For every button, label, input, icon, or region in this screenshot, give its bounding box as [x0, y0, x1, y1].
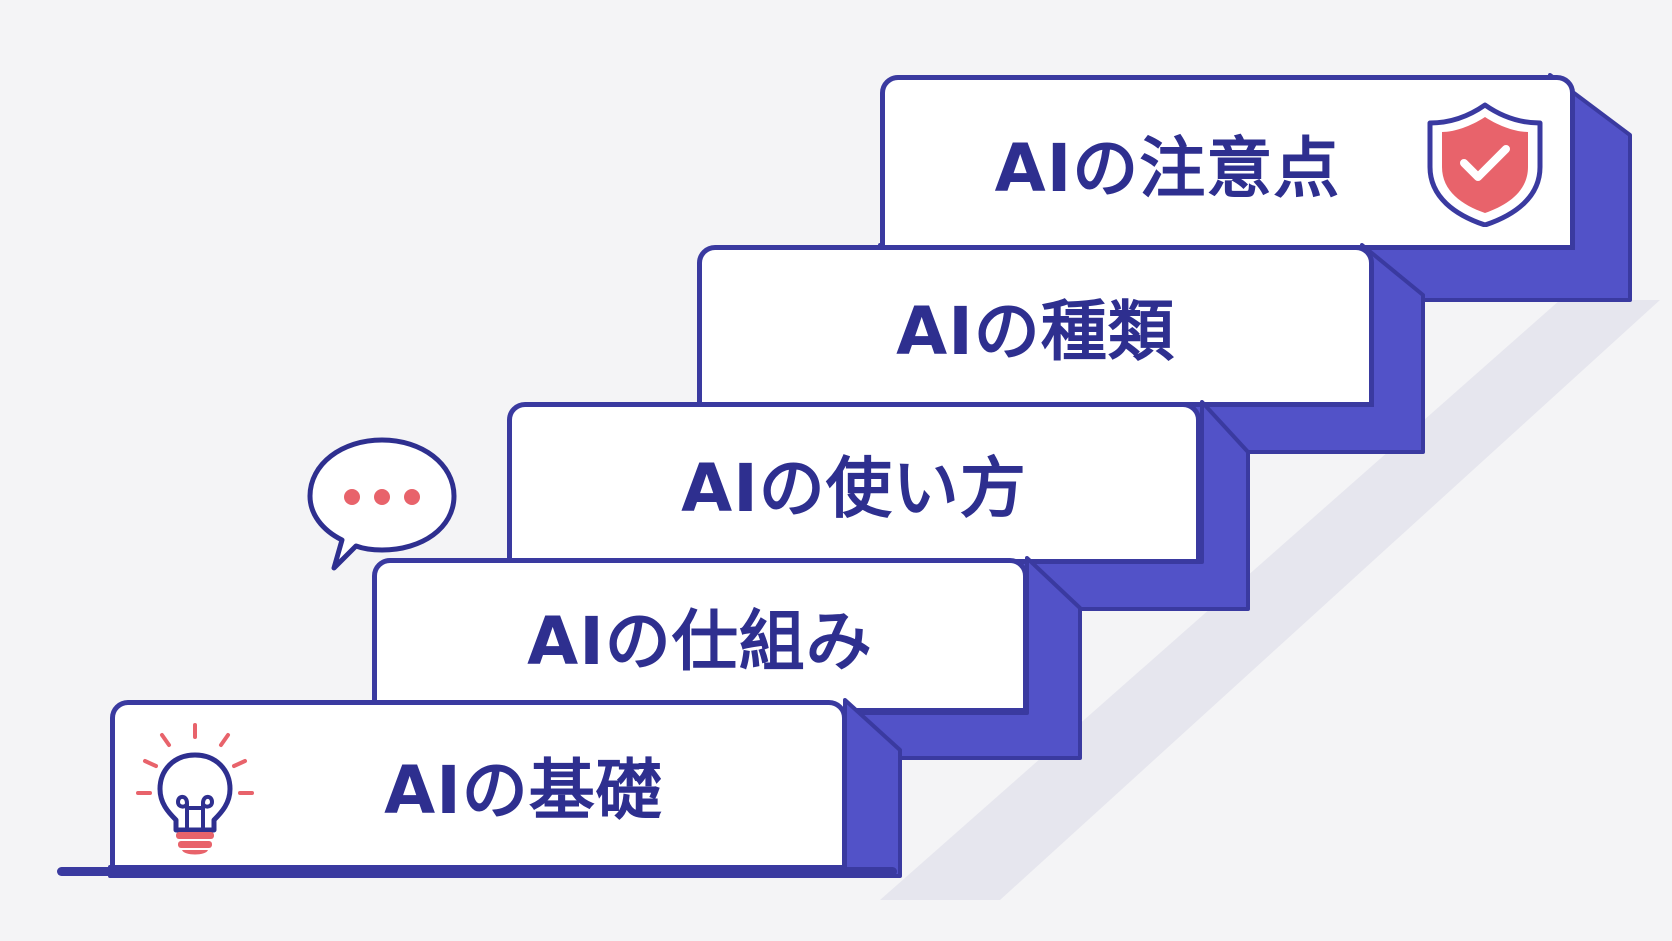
- step-label: AIの使い方: [681, 450, 1027, 527]
- step-1: AIの基礎: [108, 698, 902, 878]
- shield-check-icon: [1427, 102, 1543, 227]
- lightbulb-icon: [136, 723, 254, 855]
- step-label: AIの注意点: [994, 129, 1341, 207]
- speech-bubble-icon: [307, 437, 457, 571]
- step-2-face: AIの仕組み: [372, 558, 1028, 713]
- step-3: AIの使い方: [505, 400, 1250, 611]
- ground-line: [57, 867, 897, 876]
- step-1-face: AIの基礎: [110, 700, 847, 870]
- step-label: AIの仕組み: [527, 602, 873, 680]
- step-label: AIの基礎: [384, 752, 663, 829]
- step-4-face: AIの種類: [697, 245, 1374, 407]
- step-5: AIの注意点: [878, 73, 1632, 302]
- step-3-face: AIの使い方: [507, 402, 1201, 564]
- step-label: AIの種類: [896, 293, 1175, 370]
